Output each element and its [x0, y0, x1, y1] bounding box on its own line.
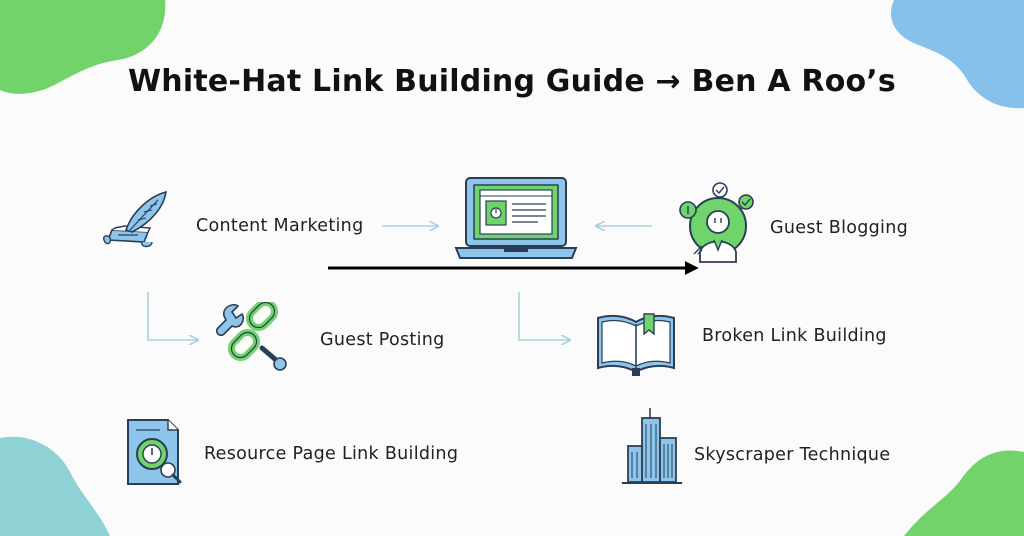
decorative-blob-bottom-right: [904, 450, 1024, 536]
open-book-icon: [597, 313, 675, 376]
wrench-chain-link-icon: [215, 302, 287, 371]
node-label-guest-posting: Guest Posting: [320, 330, 445, 350]
decorative-blob-bottom-left: [0, 436, 110, 536]
decorative-blob-top-left: [0, 0, 166, 94]
decorative-blob-top-right: [890, 0, 1024, 109]
document-magnifier-icon: [127, 419, 182, 485]
node-label-resource-page-link-building: Resource Page Link Building: [204, 444, 459, 464]
node-label-guest-blogging: Guest Blogging: [770, 218, 909, 238]
arrow-content-to-posting: [147, 292, 198, 340]
node-label-broken-link-building: Broken Link Building: [702, 326, 887, 346]
quill-pen-icon: [102, 190, 167, 248]
node-label-content-marketing: Content Marketing: [196, 216, 364, 236]
laptop-icon: [454, 177, 578, 259]
page-title: White-Hat Link Building Guide → Ben A Ro…: [128, 64, 896, 99]
person-network-icon: [679, 182, 754, 263]
skyscraper-icon: [622, 408, 682, 484]
arrow-laptop-to-broken: [518, 292, 570, 340]
node-label-skyscraper-technique: Skyscraper Technique: [694, 445, 891, 465]
